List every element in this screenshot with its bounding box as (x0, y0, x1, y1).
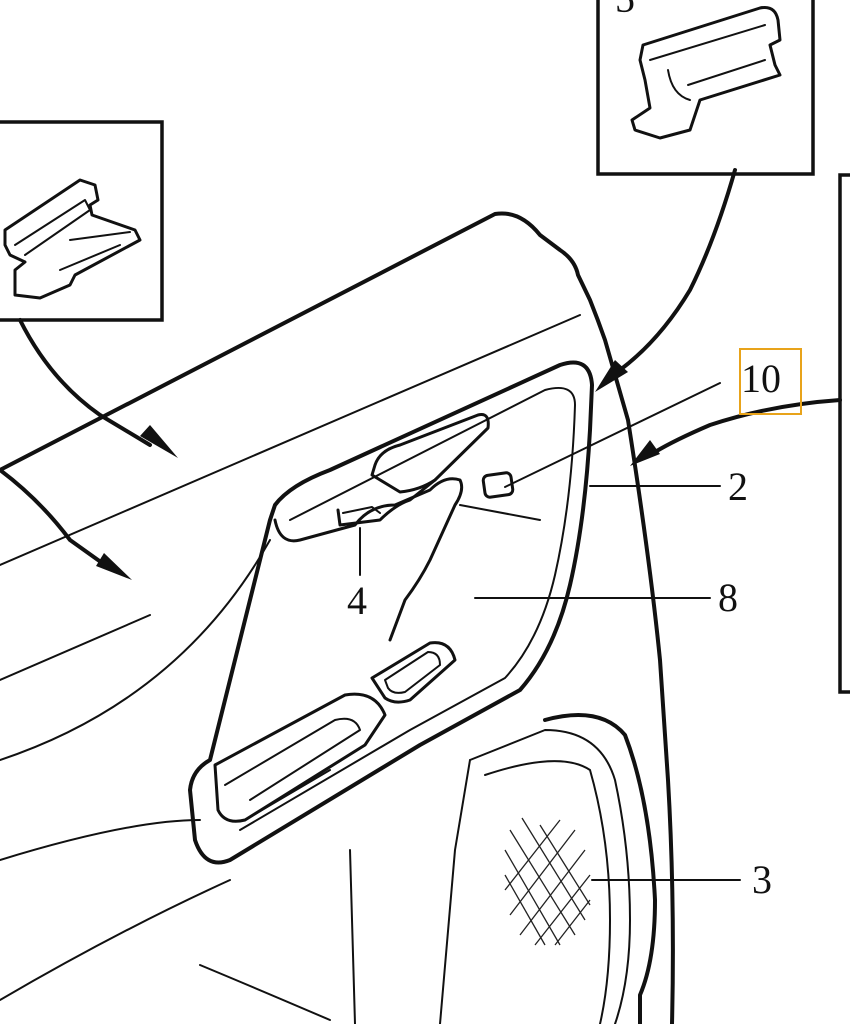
speaker-grille (199, 713, 657, 1024)
arrow-head (595, 360, 628, 392)
label-2: 2 (728, 464, 748, 509)
leader-lines (359, 382, 741, 881)
armrest-trim (0, 360, 594, 865)
highlight-box-10 (739, 348, 802, 415)
door-panel-outline (0, 211, 675, 1024)
right-detail-box (838, 173, 850, 694)
clip-detail-right: 5 (596, 0, 815, 176)
door-pocket (213, 692, 387, 823)
arrow-head (630, 440, 660, 466)
door-handle (273, 413, 490, 642)
window-switch (370, 641, 457, 704)
label-4: 4 (347, 578, 367, 623)
arrow-head (140, 425, 178, 458)
label-5: 5 (615, 0, 635, 21)
label-8: 8 (718, 575, 738, 620)
clip-detail-left (0, 120, 164, 322)
arrow-head (96, 553, 132, 580)
label-10: 10 (741, 356, 781, 401)
callout-arrows (0, 168, 842, 580)
label-3: 3 (752, 857, 772, 902)
